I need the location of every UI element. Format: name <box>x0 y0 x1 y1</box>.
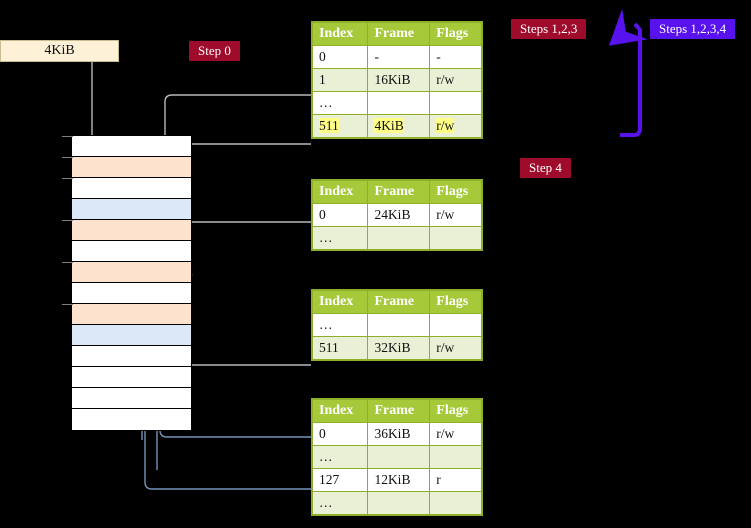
table-row: … <box>311 313 482 337</box>
table-row: … <box>311 226 482 250</box>
memory-row <box>72 388 191 409</box>
memory-row <box>72 241 191 262</box>
cell-flags <box>429 313 482 337</box>
column-header-flags: Flags <box>429 290 482 314</box>
link-table1-row511 <box>180 143 311 169</box>
column-header-frame: Frame <box>367 22 431 46</box>
cell-frame: 16KiB <box>367 68 431 92</box>
column-header-frame: Frame <box>367 290 431 314</box>
memory-tick <box>62 304 73 305</box>
cell-frame <box>367 491 431 515</box>
cell-flags <box>429 226 482 250</box>
table-row: 127 12KiB r <box>311 468 482 492</box>
cell-index: … <box>311 445 369 469</box>
memory-tick <box>62 262 73 263</box>
badge-steps-123: Steps 1,2,3 <box>511 19 587 39</box>
memory-row <box>62 304 191 325</box>
link-table2-row0 <box>182 221 311 281</box>
column-header-index: Index <box>311 180 369 204</box>
table-row: 0 - - <box>311 45 482 69</box>
cell-index: … <box>311 226 369 250</box>
cell-flags: - <box>429 45 482 69</box>
table-row: 0 36KiB r/w <box>311 422 482 446</box>
cell-frame: 36KiB <box>367 422 431 446</box>
column-header-flags: Flags <box>429 22 482 46</box>
cell-flags: r/w <box>429 336 482 360</box>
cell-frame <box>367 313 431 337</box>
memory-tick <box>62 157 73 158</box>
cell-index: 0 <box>311 203 369 227</box>
cell-frame <box>367 226 431 250</box>
memory-row <box>72 283 191 304</box>
cell-frame: - <box>367 45 431 69</box>
column-header-index: Index <box>311 22 369 46</box>
memory-row <box>72 325 191 346</box>
memory-tick <box>62 136 73 137</box>
memory-row <box>72 409 191 430</box>
table-row: … <box>311 91 482 115</box>
cell-flags <box>429 491 482 515</box>
link-table1-row1 <box>164 94 311 158</box>
cell-index: … <box>311 91 369 115</box>
cell-index: … <box>311 313 369 337</box>
table-row: … <box>311 445 482 469</box>
memory-row <box>72 367 191 388</box>
memory-row <box>62 178 191 199</box>
cell-index: 1 <box>311 68 369 92</box>
column-header-frame: Frame <box>367 180 431 204</box>
cell-index: 0 <box>311 422 369 446</box>
cell-index: 511 <box>311 336 369 360</box>
column-header-flags: Flags <box>429 180 482 204</box>
table-row: 1 16KiB r/w <box>311 68 482 92</box>
cell-index: 127 <box>311 468 369 492</box>
memory-row <box>62 157 191 178</box>
memory-row <box>62 136 191 157</box>
link-table4-row127 <box>144 410 311 490</box>
memory-row <box>62 220 191 241</box>
column-header-index: Index <box>311 399 369 423</box>
badge-step-0: Step 0 <box>189 41 240 61</box>
table-row: 511 32KiB r/w <box>311 336 482 360</box>
cell-flags: r/w <box>429 203 482 227</box>
link-table3-row511 <box>173 314 311 366</box>
column-header-frame: Frame <box>367 399 431 423</box>
badge-steps-1234: Steps 1,2,3,4 <box>650 19 736 39</box>
cell-frame <box>367 91 431 115</box>
cell-flags: r/w <box>429 422 482 446</box>
cell-flags: r <box>429 468 482 492</box>
page-table-4: Index Frame Flags 0 36KiB r/w … 127 12Ki… <box>311 398 483 516</box>
physical-memory-column <box>62 135 192 431</box>
memory-tick <box>62 220 73 221</box>
table-row: 0 24KiB r/w <box>311 203 482 227</box>
table-row: 511 4KiB r/w <box>311 114 482 138</box>
cell-frame: 24KiB <box>367 203 431 227</box>
size-label-4kib: 4KiB <box>0 40 119 62</box>
cell-frame: 32KiB <box>367 336 431 360</box>
cell-frame <box>367 445 431 469</box>
cell-flags: r/w <box>429 114 482 138</box>
cell-index: 0 <box>311 45 369 69</box>
memory-row <box>62 262 191 283</box>
cell-frame: 4KiB <box>367 114 431 138</box>
page-table-2: Index Frame Flags 0 24KiB r/w … <box>311 179 483 251</box>
table-row: … <box>311 491 482 515</box>
page-table-3: Index Frame Flags … 511 32KiB r/w <box>311 289 483 361</box>
cell-flags <box>429 91 482 115</box>
memory-tick <box>62 178 73 179</box>
cell-index: 511 <box>311 114 369 138</box>
badge-step-4: Step 4 <box>520 158 571 178</box>
violet-loop-arrow <box>608 8 648 137</box>
cell-flags: r/w <box>429 68 482 92</box>
column-header-flags: Flags <box>429 399 482 423</box>
cell-frame: 12KiB <box>367 468 431 492</box>
page-table-1: Index Frame Flags 0 - - 1 16KiB r/w … <box>311 21 483 139</box>
cell-index: … <box>311 491 369 515</box>
column-header-index: Index <box>311 290 369 314</box>
memory-row <box>72 199 191 220</box>
memory-row <box>72 346 191 367</box>
cell-flags <box>429 445 482 469</box>
